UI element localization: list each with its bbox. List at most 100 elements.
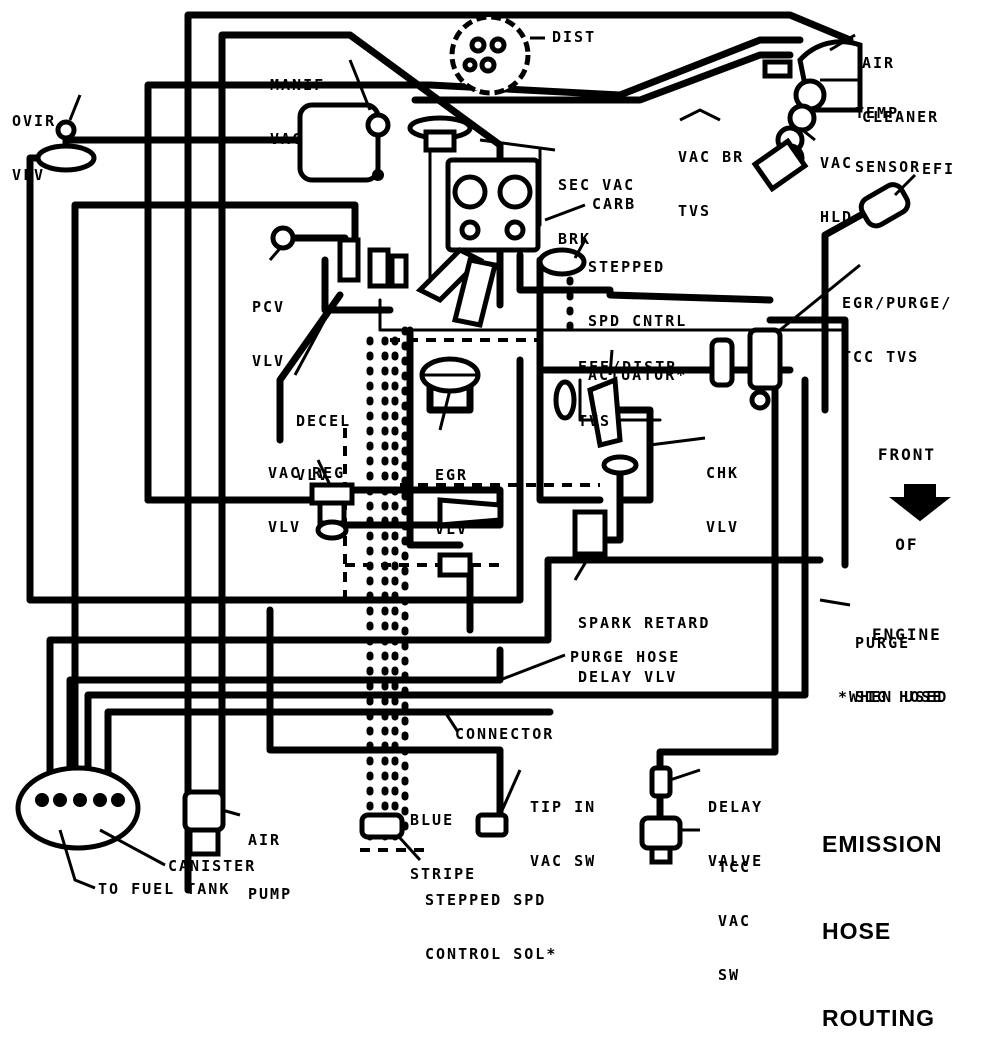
label-manif-vac: MANIF VAC — [270, 40, 325, 166]
check-valve — [553, 376, 639, 476]
label-delay-valve: DELAY VALVE — [708, 762, 763, 888]
stepped-speed-actuator — [537, 247, 587, 277]
label-line: EFE/DISTR — [578, 358, 678, 376]
label-line: VLV — [706, 518, 740, 536]
label-line: TCC — [718, 858, 752, 876]
label-carb: CARB — [592, 195, 637, 213]
label-air-cleaner: AIR CLEANER — [862, 18, 939, 144]
diagram-title: EMISSION HOSE ROUTING — [822, 772, 942, 1062]
front-of-engine: FRONT OF ENGINE — [872, 380, 942, 680]
label-blue-stripe: BLUE STRIPE — [410, 775, 476, 901]
label-line: SW — [718, 966, 741, 984]
label-chk-vlv: CHK VLV — [706, 428, 739, 554]
label-line: AIR — [248, 831, 282, 849]
label-line: EGR/PURGE/ — [842, 294, 953, 312]
label-when-used: *WHEN USED — [838, 688, 949, 706]
label-purge-hose: PURGE HOSE — [570, 648, 681, 666]
title-line: HOSE — [822, 918, 892, 944]
label-line: TIP IN — [530, 798, 597, 816]
label-line: TCC TVS — [842, 348, 920, 366]
secondary-vacuum-break — [407, 115, 473, 153]
label-line: VLV — [252, 352, 286, 370]
label-line: STEPPED — [588, 258, 666, 276]
label-pcv-vlv: PCV VLV — [252, 262, 285, 388]
label-line: OF — [895, 535, 919, 554]
label-line: VLV — [12, 166, 46, 184]
label-line: CHK — [706, 464, 740, 482]
ovir-valve — [35, 119, 97, 173]
label-vac-reg-vlv: VAC REG VLV — [268, 428, 345, 554]
label-vac-hld: VAC HLD — [820, 118, 853, 244]
tcc-vac-switch — [639, 815, 683, 865]
label-egr-purge-tcc-tvs: EGR/PURGE/ TCC TVS — [842, 258, 952, 384]
label-line: VAC REG — [268, 464, 346, 482]
label-decel-vlv: DECEL VLV — [296, 376, 351, 502]
label-line: HLD — [820, 208, 854, 226]
label-tcc-vac-sw: TCC VAC SW — [718, 822, 751, 1002]
label-line: DELAY VLV — [578, 668, 678, 686]
label-efi: EFI — [922, 160, 956, 178]
label-line: FRONT — [877, 445, 936, 464]
label-line: CONTROL SOL* — [425, 945, 558, 963]
label-purge-sig-hose: PURGE SIG HOSE — [855, 598, 943, 724]
label-line: DELAY — [708, 798, 764, 816]
label-line: TVS — [678, 202, 712, 220]
label-line: VLV — [268, 518, 302, 536]
tip-in-vac-switch — [475, 812, 509, 838]
label-spark-retard: SPARK RETARD DELAY VLV — [578, 578, 710, 704]
label-line: ACTUATOR* — [588, 366, 688, 384]
leader-lines — [58, 33, 917, 890]
label-line: PURGE — [855, 634, 911, 652]
label-egr-vlv: EGR VLV — [435, 430, 468, 556]
label-stepped-spd-sol: STEPPED SPD CONTROL SOL* — [425, 855, 557, 981]
label-line: CLEANER — [862, 108, 940, 126]
egr-valve — [419, 356, 481, 394]
label-line: PUMP — [248, 885, 293, 903]
delay-valve — [649, 765, 673, 799]
air-cleaner — [751, 39, 863, 193]
label-line: BLUE — [410, 811, 455, 829]
label-temp-sensor: TEMP SENSOR — [855, 68, 921, 194]
label-line: ENGINE — [872, 625, 942, 644]
label-to-fuel-tank: TO FUEL TANK — [98, 880, 231, 898]
label-line: TVS — [578, 412, 612, 430]
label-line: VAC BR — [678, 148, 745, 166]
label-line: STEPPED SPD — [425, 891, 547, 909]
label-line: VAC — [820, 154, 854, 172]
label-line: AIR — [862, 54, 896, 72]
label-line: SIG HOSE — [855, 688, 944, 706]
label-line: EGR — [435, 466, 469, 484]
connector-fitting — [437, 497, 503, 578]
label-line: SPD CNTRL — [588, 312, 688, 330]
label-stepped-spd-actuator: STEPPED SPD CNTRL ACTUATOR* — [588, 222, 687, 402]
emission-hose-diagram — [15, 11, 951, 894]
intake-runners — [415, 246, 499, 328]
label-line: VAC SW — [530, 852, 597, 870]
down-arrow-icon — [889, 484, 951, 522]
label-connector: CONNECTOR — [455, 725, 555, 743]
label-line: VAC — [718, 912, 752, 930]
label-line: MANIF — [270, 76, 326, 94]
label-vac-br-tvs: VAC BR TVS — [678, 112, 744, 238]
egr-purge-tcc-tvs — [709, 327, 783, 411]
label-line: PCV — [252, 298, 286, 316]
label-ovir-vlv: OVIR VLV — [12, 76, 56, 202]
pcv-valve — [270, 225, 409, 289]
label-line: SEC VAC — [558, 176, 636, 194]
spark-retard-delay-valve — [572, 509, 608, 557]
distributor — [449, 14, 531, 96]
label-line: SENSOR — [855, 158, 922, 176]
vacuum-hoses — [26, 11, 874, 894]
label-efe-dist-tvs: EFE/DISTR TVS — [578, 322, 677, 448]
air-pump — [182, 789, 226, 857]
label-line: TEMP — [855, 104, 900, 122]
manifold-vac-block — [297, 102, 391, 183]
stepped-speed-solenoid — [359, 812, 405, 840]
label-dist: DIST — [552, 28, 597, 46]
label-line: DECEL — [296, 412, 352, 430]
carburetor — [445, 157, 541, 253]
title-line: ROUTING — [822, 1005, 936, 1031]
label-line: VALVE — [708, 852, 764, 870]
title-line: EMISSION — [822, 831, 943, 857]
label-line: BRK — [558, 230, 592, 248]
